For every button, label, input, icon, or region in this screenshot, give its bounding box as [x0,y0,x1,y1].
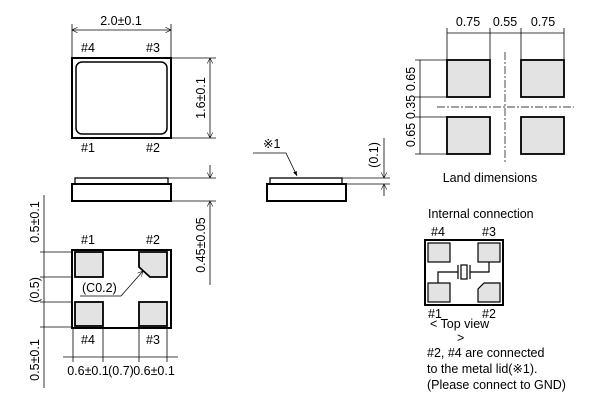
land-pad [446,59,491,98]
bottom-dimension-3: 0.6±0.1 [133,364,175,378]
pad-4 [74,301,104,327]
land-caption: Land dimensions [443,171,538,185]
left-dimension-2: (0.5) [28,277,42,303]
view-label-end: > [457,331,464,345]
land-left-dim-3: 0.65 [404,123,418,147]
pin-label-4: #4 [81,333,95,347]
land-left-dim-2: 0.35 [404,95,418,119]
bottom-view: #1 #2 (C0.2) #4 #3 0.5±0.1 (0.5) 0.5±0.1… [28,195,178,388]
land-top-dim-1: 0.75 [456,15,480,29]
land-top-dim-3: 0.75 [531,15,555,29]
width-dimension: 2.0±0.1 [100,14,142,28]
left-dimension-3: 0.5±0.1 [28,339,42,381]
lid-note-mark: ※1 [263,137,280,151]
view-label: < Top view [430,317,490,331]
note-line-3: (Please connect to GND) [427,378,566,392]
pin-label-4: #4 [81,41,95,55]
land-pad [446,116,491,155]
bottom-dimension-1: 0.6±0.1 [67,364,109,378]
pin-label-2: #2 [146,233,160,247]
land-pad [520,116,565,155]
land-pattern: 0.75 0.55 0.75 0.65 0.35 0.65 Land dimen… [404,15,574,185]
note-line-1: #2, #4 are connected [427,346,544,360]
lid-thickness: (0.1) [367,142,381,168]
pad-2 [138,251,168,278]
top-view: 2.0±0.1 #4 #3 #1 #2 1.6±0.1 [71,14,216,155]
height-dimension: 1.6±0.1 [194,77,208,119]
chamfer-label: (C0.2) [82,281,117,295]
note-line-2: to the metal lid(※1). [427,362,538,376]
pin-label-2: #2 [146,141,160,155]
land-pad [520,59,565,98]
pin-label-3: #3 [146,333,160,347]
side-view: 0.45±0.05 [71,165,216,285]
pin-label-4: #4 [431,225,445,239]
land-top-dim-2: 0.55 [493,15,517,29]
pin-label-1: #1 [81,141,95,155]
internal-title: Internal connection [428,207,534,221]
left-dimension-1: 0.5±0.1 [28,201,42,243]
pin-label-1: #1 [428,307,442,321]
pad-1 [74,251,104,278]
land-left-dim-1: 0.65 [404,67,418,91]
pin-label-2: #2 [482,307,496,321]
internal-connection: Internal connection #4 #3 #1 #2 < Top vi… [424,207,566,392]
lid-side-view: ※1 (0.1) [253,137,390,202]
pin-label-3: #3 [482,225,496,239]
pin-label-1: #1 [81,233,95,247]
pin-label-3: #3 [146,41,160,55]
metal-lid [75,61,168,135]
crystal-symbol-icon [457,264,471,280]
pad-3 [138,301,168,327]
package-outline [71,57,172,139]
thickness-dimension: 0.45±0.05 [194,217,208,273]
bottom-dimension-2: (0.7) [108,364,134,378]
